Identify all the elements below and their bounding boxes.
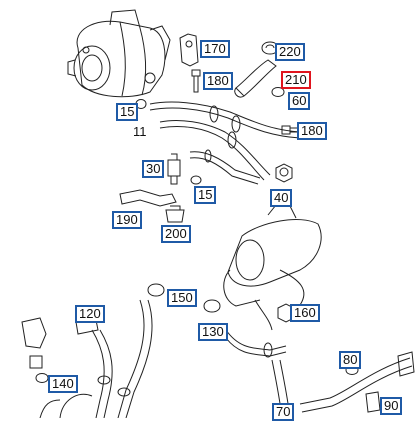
callout-70[interactable]: 70 xyxy=(272,403,295,421)
callout-190[interactable]: 190 xyxy=(112,211,142,229)
callout-180-right[interactable]: 180 xyxy=(297,122,327,140)
bracket-drawing xyxy=(179,33,199,67)
return-pipes-drawing xyxy=(39,299,153,418)
clamp-small-drawing xyxy=(271,87,285,97)
callout-120[interactable]: 120 xyxy=(75,305,105,323)
grommet-drawing xyxy=(165,205,185,223)
bracket-lower-drawing xyxy=(119,189,177,207)
callout-140[interactable]: 140 xyxy=(48,375,78,393)
hose-drawing xyxy=(234,59,277,98)
callout-90[interactable]: 90 xyxy=(380,397,403,415)
callout-30[interactable]: 30 xyxy=(142,160,165,178)
callout-220[interactable]: 220 xyxy=(275,43,305,61)
callout-200[interactable]: 200 xyxy=(161,225,191,243)
callout-170[interactable]: 170 xyxy=(200,40,230,58)
pressure-pipes-drawing xyxy=(149,101,301,185)
callout-210-selected[interactable]: 210 xyxy=(281,71,311,89)
callout-160[interactable]: 160 xyxy=(290,304,320,322)
end-fitting-drawing xyxy=(397,351,415,377)
callout-80[interactable]: 80 xyxy=(339,351,362,369)
label-11: 11 xyxy=(133,124,147,139)
fitting-90-drawing xyxy=(365,391,381,413)
clamp-130-drawing xyxy=(203,299,221,313)
clamp-140-drawing xyxy=(35,373,49,383)
damper-drawing xyxy=(167,153,181,185)
callout-15-upper[interactable]: 15 xyxy=(116,103,139,121)
callout-130[interactable]: 130 xyxy=(198,323,228,341)
callout-40[interactable]: 40 xyxy=(270,189,293,207)
clamp-150-drawing xyxy=(147,283,165,297)
callout-60[interactable]: 60 xyxy=(288,92,311,110)
callout-15-lower[interactable]: 15 xyxy=(194,186,217,204)
bolt-drawing xyxy=(191,69,201,93)
steering-pump-drawing xyxy=(67,9,171,98)
callout-150[interactable]: 150 xyxy=(167,289,197,307)
steering-gear-drawing xyxy=(223,204,322,331)
reservoir-drawing xyxy=(21,317,47,369)
washer-drawing xyxy=(190,175,202,185)
callout-180-upper[interactable]: 180 xyxy=(203,72,233,90)
nut-drawing xyxy=(275,163,293,183)
